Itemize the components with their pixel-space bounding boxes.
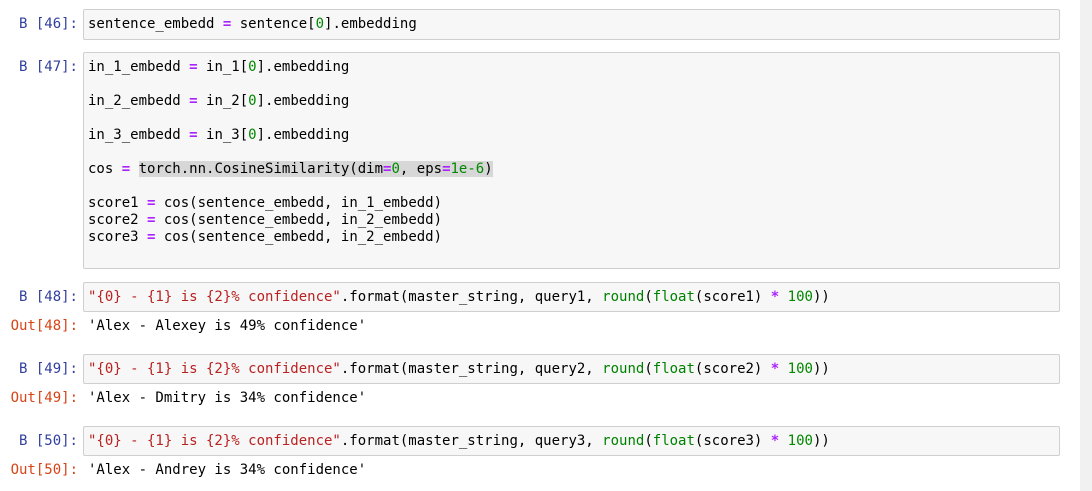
code-editor-50[interactable]: "{0} - {1} is {2}% confidence".format(ma… [83, 426, 1060, 456]
blank-line [88, 144, 1055, 161]
code-line: in_3_embedd = in_3[0].embedding [88, 127, 350, 143]
output-prompt-49: Out[49]: [10, 390, 78, 406]
selection-highlight: torch.nn.CosineSimilarity(dim=0, eps=1e-… [138, 161, 493, 177]
code-line: "{0} - {1} is {2}% confidence".format(ma… [88, 289, 830, 305]
input-prompt-48: В [48]: [18, 289, 78, 305]
input-prompt-50: В [50]: [18, 433, 78, 449]
blank-line [88, 76, 1055, 93]
input-prompt-46: В [46]: [18, 16, 78, 32]
output-prompt-48: Out[48]: [10, 318, 78, 334]
code-line: score1 = cos(sentence_embedd, in_1_embed… [88, 195, 443, 211]
input-prompt-49: В [49]: [18, 361, 78, 377]
blank-line [88, 110, 1055, 127]
code-editor-47[interactable]: in_1_embedd = in_1[0].embedding in_2_emb… [83, 52, 1060, 269]
code-line: in_2_embedd = in_2[0].embedding [88, 93, 350, 109]
code-line: sentence_embedd = sentence[0].embedding [88, 16, 417, 32]
code-editor-49[interactable]: "{0} - {1} is {2}% confidence".format(ma… [83, 354, 1060, 384]
code-line: in_1_embedd = in_1[0].embedding [88, 59, 350, 75]
output-text-48: 'Alex - Alexey is 49% confidence' [88, 318, 367, 334]
input-prompt-47: В [47]: [18, 59, 78, 75]
output-prompt-50: Out[50]: [10, 462, 78, 478]
vertical-scrollbar[interactable] [1080, 0, 1092, 491]
code-line: score3 = cos(sentence_embedd, in_2_embed… [88, 229, 443, 245]
blank-line [88, 178, 1055, 195]
output-text-49: 'Alex - Dmitry is 34% confidence' [88, 390, 367, 406]
output-text-50: 'Alex - Andrey is 34% confidence' [88, 462, 367, 478]
code-line: cos = torch.nn.CosineSimilarity(dim=0, e… [88, 161, 493, 177]
code-line: "{0} - {1} is {2}% confidence".format(ma… [88, 361, 830, 377]
code-line: score2 = cos(sentence_embedd, in_2_embed… [88, 212, 443, 228]
code-editor-46[interactable]: sentence_embedd = sentence[0].embedding [83, 9, 1060, 40]
code-editor-48[interactable]: "{0} - {1} is {2}% confidence".format(ma… [83, 282, 1060, 312]
code-line: "{0} - {1} is {2}% confidence".format(ma… [88, 433, 830, 449]
